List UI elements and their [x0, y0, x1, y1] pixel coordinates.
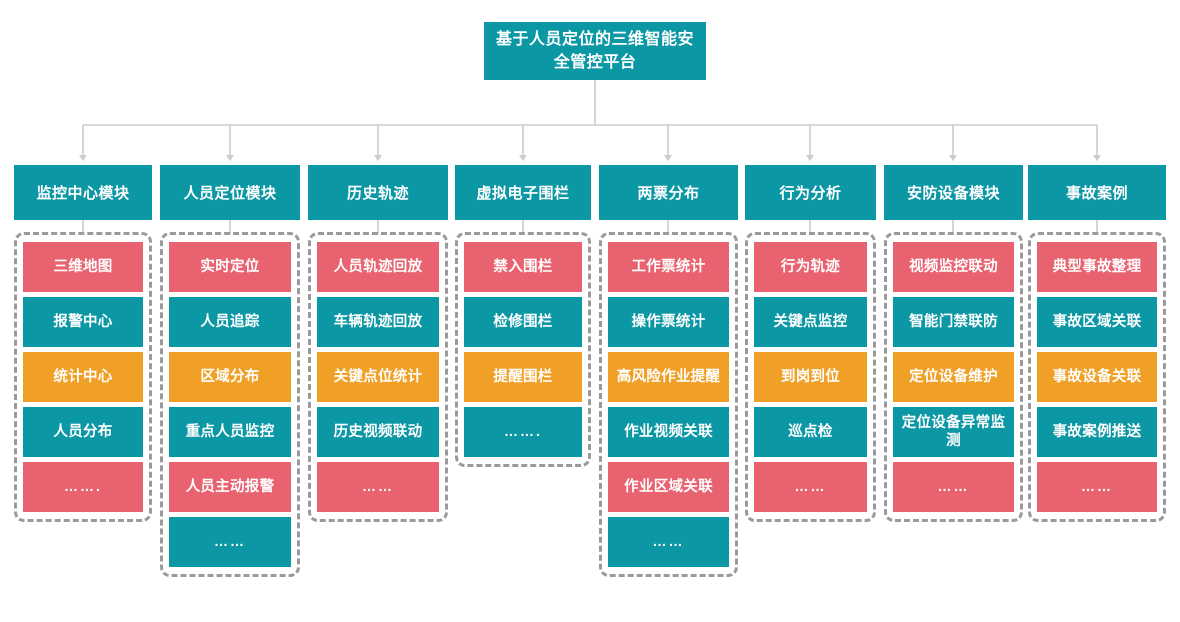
feature-item[interactable]: ……	[893, 462, 1014, 512]
feature-item[interactable]: 重点人员监控	[169, 407, 291, 457]
feature-item[interactable]: 行为轨迹	[754, 242, 867, 292]
feature-item[interactable]: 提醒围栏	[464, 352, 582, 402]
feature-item[interactable]: 历史视频联动	[317, 407, 439, 457]
feature-item[interactable]: …….	[464, 407, 582, 457]
feature-item[interactable]: 操作票统计	[608, 297, 729, 347]
feature-item[interactable]: ……	[169, 517, 291, 567]
feature-item[interactable]: …….	[23, 462, 143, 512]
feature-item[interactable]: 关键点位统计	[317, 352, 439, 402]
feature-item[interactable]: 巡点检	[754, 407, 867, 457]
feature-item[interactable]: 车辆轨迹回放	[317, 297, 439, 347]
module-group-4: 禁入围栏检修围栏提醒围栏…….	[455, 232, 591, 467]
feature-item[interactable]: ……	[608, 517, 729, 567]
module-group-6: 行为轨迹关键点监控到岗到位巡点检……	[745, 232, 876, 522]
feature-item[interactable]: ……	[754, 462, 867, 512]
feature-item[interactable]: 高风险作业提醒	[608, 352, 729, 402]
feature-item[interactable]: 三维地图	[23, 242, 143, 292]
module-group-8: 典型事故整理事故区域关联事故设备关联事故案例推送……	[1028, 232, 1166, 522]
module-header-7[interactable]: 安防设备模块	[884, 165, 1023, 220]
module-group-1: 三维地图报警中心统计中心人员分布…….	[14, 232, 152, 522]
module-header-6[interactable]: 行为分析	[745, 165, 876, 220]
feature-item[interactable]: 人员主动报警	[169, 462, 291, 512]
feature-item[interactable]: 智能门禁联防	[893, 297, 1014, 347]
module-group-7: 视频监控联动智能门禁联防定位设备维护定位设备异常监测……	[884, 232, 1023, 522]
module-header-5[interactable]: 两票分布	[599, 165, 738, 220]
module-group-2: 实时定位人员追踪区域分布重点人员监控人员主动报警……	[160, 232, 300, 577]
feature-item[interactable]: 区域分布	[169, 352, 291, 402]
module-header-3[interactable]: 历史轨迹	[308, 165, 448, 220]
feature-item[interactable]: 关键点监控	[754, 297, 867, 347]
module-header-1[interactable]: 监控中心模块	[14, 165, 152, 220]
feature-item[interactable]: 作业区域关联	[608, 462, 729, 512]
feature-item[interactable]: 视频监控联动	[893, 242, 1014, 292]
feature-item[interactable]: 事故区域关联	[1037, 297, 1157, 347]
feature-item[interactable]: 人员分布	[23, 407, 143, 457]
feature-item[interactable]: ……	[317, 462, 439, 512]
feature-item[interactable]: 作业视频关联	[608, 407, 729, 457]
feature-item[interactable]: 事故设备关联	[1037, 352, 1157, 402]
feature-item[interactable]: 事故案例推送	[1037, 407, 1157, 457]
feature-item[interactable]: 报警中心	[23, 297, 143, 347]
feature-item[interactable]: 人员轨迹回放	[317, 242, 439, 292]
feature-item[interactable]: 统计中心	[23, 352, 143, 402]
feature-item[interactable]: 定位设备维护	[893, 352, 1014, 402]
feature-item[interactable]: 工作票统计	[608, 242, 729, 292]
feature-item[interactable]: 到岗到位	[754, 352, 867, 402]
module-group-5: 工作票统计操作票统计高风险作业提醒作业视频关联作业区域关联……	[599, 232, 738, 577]
feature-item[interactable]: 定位设备异常监测	[893, 407, 1014, 457]
feature-item[interactable]: 禁入围栏	[464, 242, 582, 292]
feature-item[interactable]: ……	[1037, 462, 1157, 512]
feature-item[interactable]: 典型事故整理	[1037, 242, 1157, 292]
feature-item[interactable]: 检修围栏	[464, 297, 582, 347]
feature-item[interactable]: 人员追踪	[169, 297, 291, 347]
platform-title: 基于人员定位的三维智能安全管控平台	[484, 22, 706, 80]
feature-item[interactable]: 实时定位	[169, 242, 291, 292]
module-header-4[interactable]: 虚拟电子围栏	[455, 165, 591, 220]
module-header-8[interactable]: 事故案例	[1028, 165, 1166, 220]
module-header-2[interactable]: 人员定位模块	[160, 165, 300, 220]
module-group-3: 人员轨迹回放车辆轨迹回放关键点位统计历史视频联动……	[308, 232, 448, 522]
